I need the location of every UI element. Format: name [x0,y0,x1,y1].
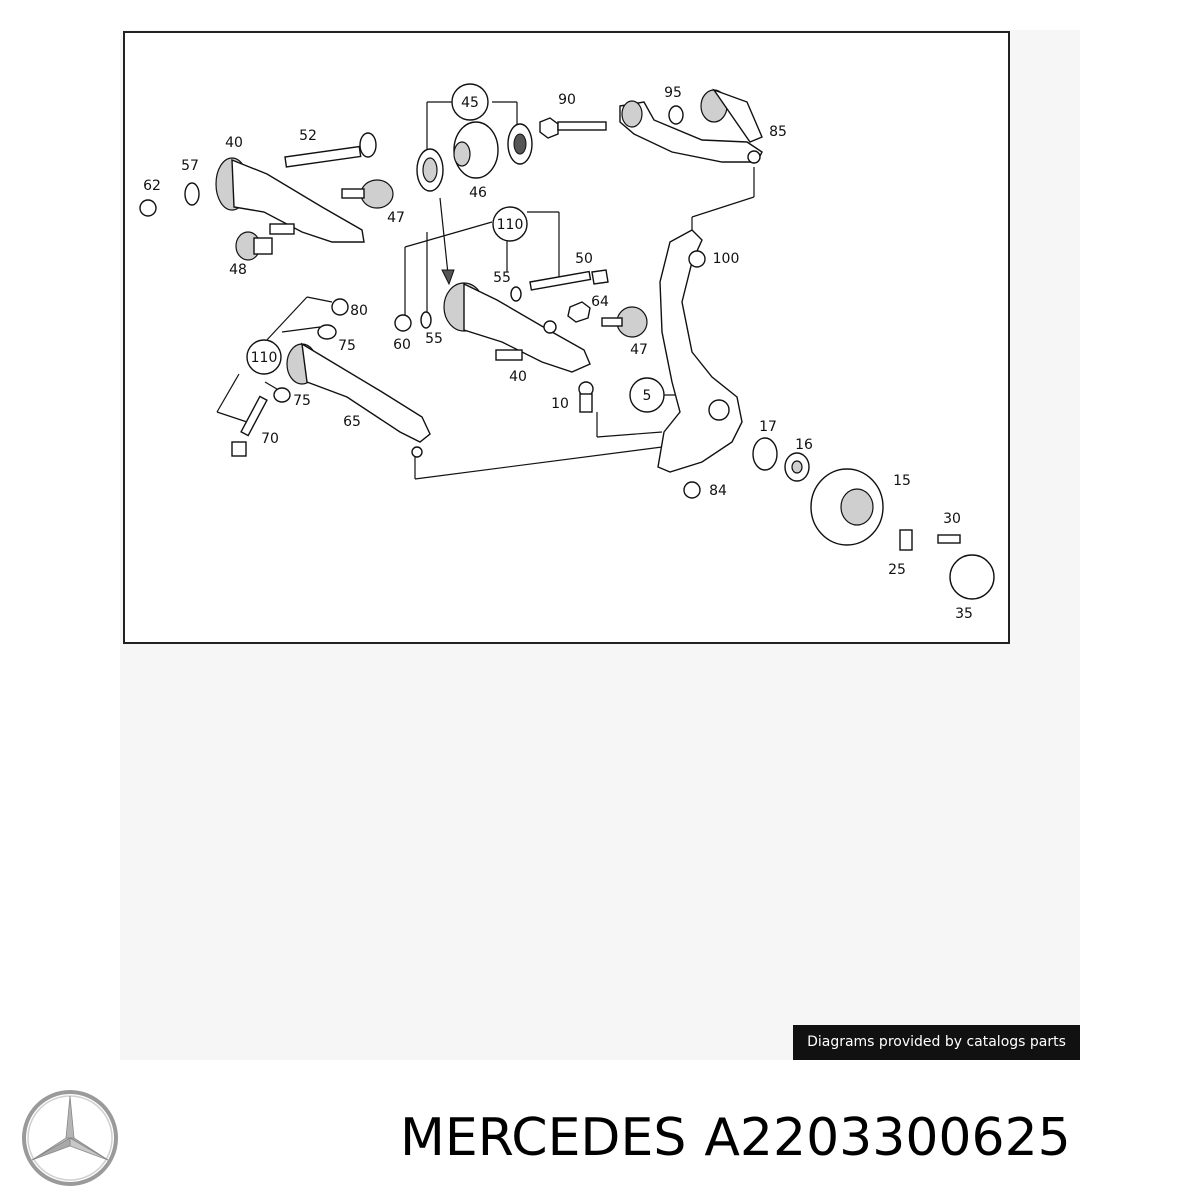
mercedes-star-logo [22,1090,118,1186]
lower-center-arm [394,269,648,373]
diagram-credit-banner: Diagrams provided by catalogs parts [793,1025,1080,1060]
callout-85: 85 [769,124,787,140]
callout-10: 10 [551,396,569,412]
callout-46: 46 [469,185,487,201]
callout-47-lower: 47 [630,342,648,358]
callout-50: 50 [575,251,593,267]
bushing-group [416,83,533,286]
brand-name: MERCEDES [400,1108,687,1168]
callout-52: 52 [299,128,317,144]
callout-15: 15 [893,473,911,489]
callout-30: 30 [943,511,961,527]
callout-65: 65 [343,414,361,430]
knuckle-hub-group [578,229,995,600]
callout-48: 48 [229,262,247,278]
upper-left-assembly [139,132,394,261]
callout-5: 5 [643,388,652,404]
callout-60: 60 [393,337,411,353]
callout-110-left: 110 [251,350,278,366]
callout-55-center: 55 [493,270,511,286]
callout-16: 16 [795,437,813,453]
leader-lines [216,101,755,480]
callout-95: 95 [664,85,682,101]
callout-110-center: 110 [497,217,524,233]
callout-17: 17 [759,419,777,435]
callout-55-left: 55 [425,331,443,347]
callout-40-upper: 40 [225,135,243,151]
callout-25: 25 [888,562,906,578]
callout-40-lower: 40 [509,369,527,385]
callout-57: 57 [181,158,199,174]
callout-bubbles [492,206,665,413]
part-number: A2203300625 [704,1108,1071,1168]
lower-left-arm [231,298,431,458]
parts-diagram: 45 90 95 40 52 57 62 46 47 48 85 110 100… [123,31,1010,644]
callout-75-lower: 75 [293,393,311,409]
callout-75-upper: 75 [338,338,356,354]
exploded-view-svg: 45 90 95 40 52 57 62 46 47 48 85 110 100… [139,83,995,622]
upper-right-arm [539,88,763,164]
callout-100: 100 [713,251,740,267]
callout-90: 90 [558,92,576,108]
callout-84: 84 [709,483,727,499]
callout-35: 35 [955,606,973,622]
callout-45: 45 [461,95,479,111]
brand-part-number-line: MERCEDES A2203300625 [400,1108,1089,1168]
callout-80: 80 [350,303,368,319]
callout-62: 62 [143,178,161,194]
callout-labels: 45 90 95 40 52 57 62 46 47 48 85 110 100… [143,85,973,622]
callout-47-upper: 47 [387,210,405,226]
callout-64: 64 [591,294,609,310]
callout-70: 70 [261,431,279,447]
